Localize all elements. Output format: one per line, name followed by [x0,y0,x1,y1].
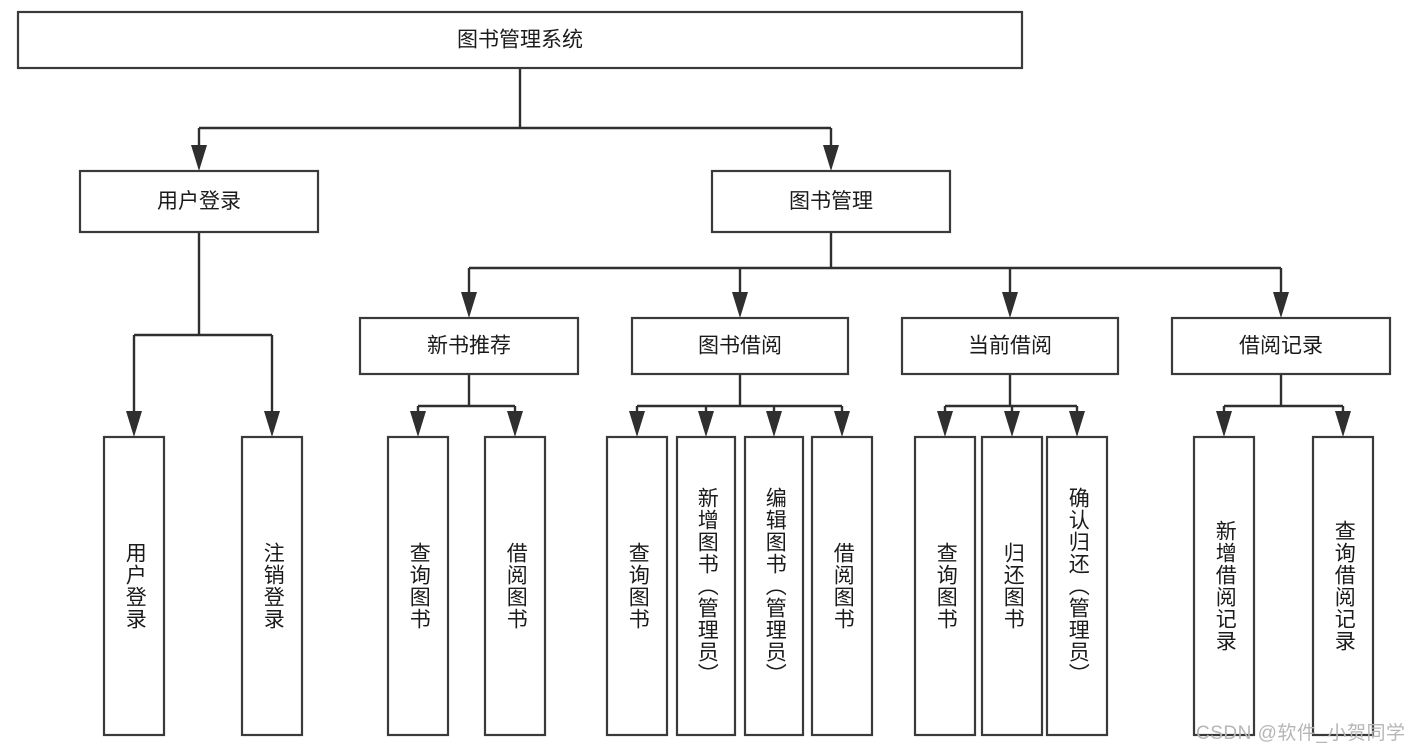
node-label-book-borrow: 图书借阅 [698,335,782,358]
node-box-leaf-query-book-2[interactable] [605,435,669,737]
connector-group-user-login [126,232,280,437]
node-box-leaf-user-login[interactable] [102,435,166,737]
node-box-leaf-confirm-return[interactable] [1045,435,1109,737]
arrow-head-icon [1273,292,1289,318]
connector-group-book-manage [461,232,1289,318]
arrow-head-icon [823,145,839,171]
node-box-leaf-borrow-book-1[interactable] [483,435,547,737]
node-box-new-book-rec[interactable] [358,316,580,376]
watermark-text: CSDN @软件_小贺同学 [1196,723,1405,744]
arrow-head-icon [937,411,953,437]
arrow-head-icon [126,411,142,437]
node-box-borrow-record[interactable] [1170,316,1392,376]
node-box-root[interactable] [16,10,1024,70]
node-box-book-manage[interactable] [710,169,952,234]
node-box-user-login[interactable] [78,169,320,234]
node-box-leaf-query-book-1[interactable] [386,435,450,737]
node-box-current-borrow[interactable] [900,316,1120,376]
node-label-borrow-record: 借阅记录 [1239,335,1323,358]
arrow-head-icon [1216,411,1232,437]
node-box-leaf-query-record[interactable] [1311,435,1375,737]
arrow-head-icon [698,411,714,437]
node-label-root: 图书管理系统 [457,29,583,52]
connector-group-borrow-record [1216,374,1351,437]
arrow-head-icon [1335,411,1351,437]
nodes-layer [16,10,1392,737]
arrow-head-icon [461,292,477,318]
node-box-leaf-add-book[interactable] [675,435,737,737]
arrow-head-icon [834,411,850,437]
arrow-head-icon [1004,411,1020,437]
node-box-leaf-add-record[interactable] [1192,435,1256,737]
node-label-new-book-rec: 新书推荐 [427,335,511,358]
node-box-leaf-logout[interactable] [240,435,304,737]
arrow-head-icon [1002,292,1018,318]
arrow-head-icon [507,411,523,437]
arrow-head-icon [629,411,645,437]
connector-group-book-borrow [629,374,850,437]
arrow-head-icon [766,411,782,437]
connector-group-current-borrow [937,374,1085,437]
arrow-head-icon [264,411,280,437]
node-box-leaf-borrow-book-2[interactable] [810,435,874,737]
node-box-leaf-edit-book[interactable] [743,435,805,737]
arrow-head-icon [410,411,426,437]
node-label-book-manage: 图书管理 [789,190,873,213]
connector-group-root [191,68,839,171]
node-label-user-login: 用户登录 [157,190,241,213]
node-box-leaf-return-book[interactable] [980,435,1044,737]
node-label-current-borrow: 当前借阅 [968,335,1052,358]
arrow-head-icon [1069,411,1085,437]
node-box-book-borrow[interactable] [630,316,850,376]
connectors-layer [126,68,1351,437]
arrow-head-icon [191,145,207,171]
connector-group-new-book-rec [410,374,523,437]
node-box-leaf-query-book-3[interactable] [913,435,977,737]
arrow-head-icon [732,292,748,318]
